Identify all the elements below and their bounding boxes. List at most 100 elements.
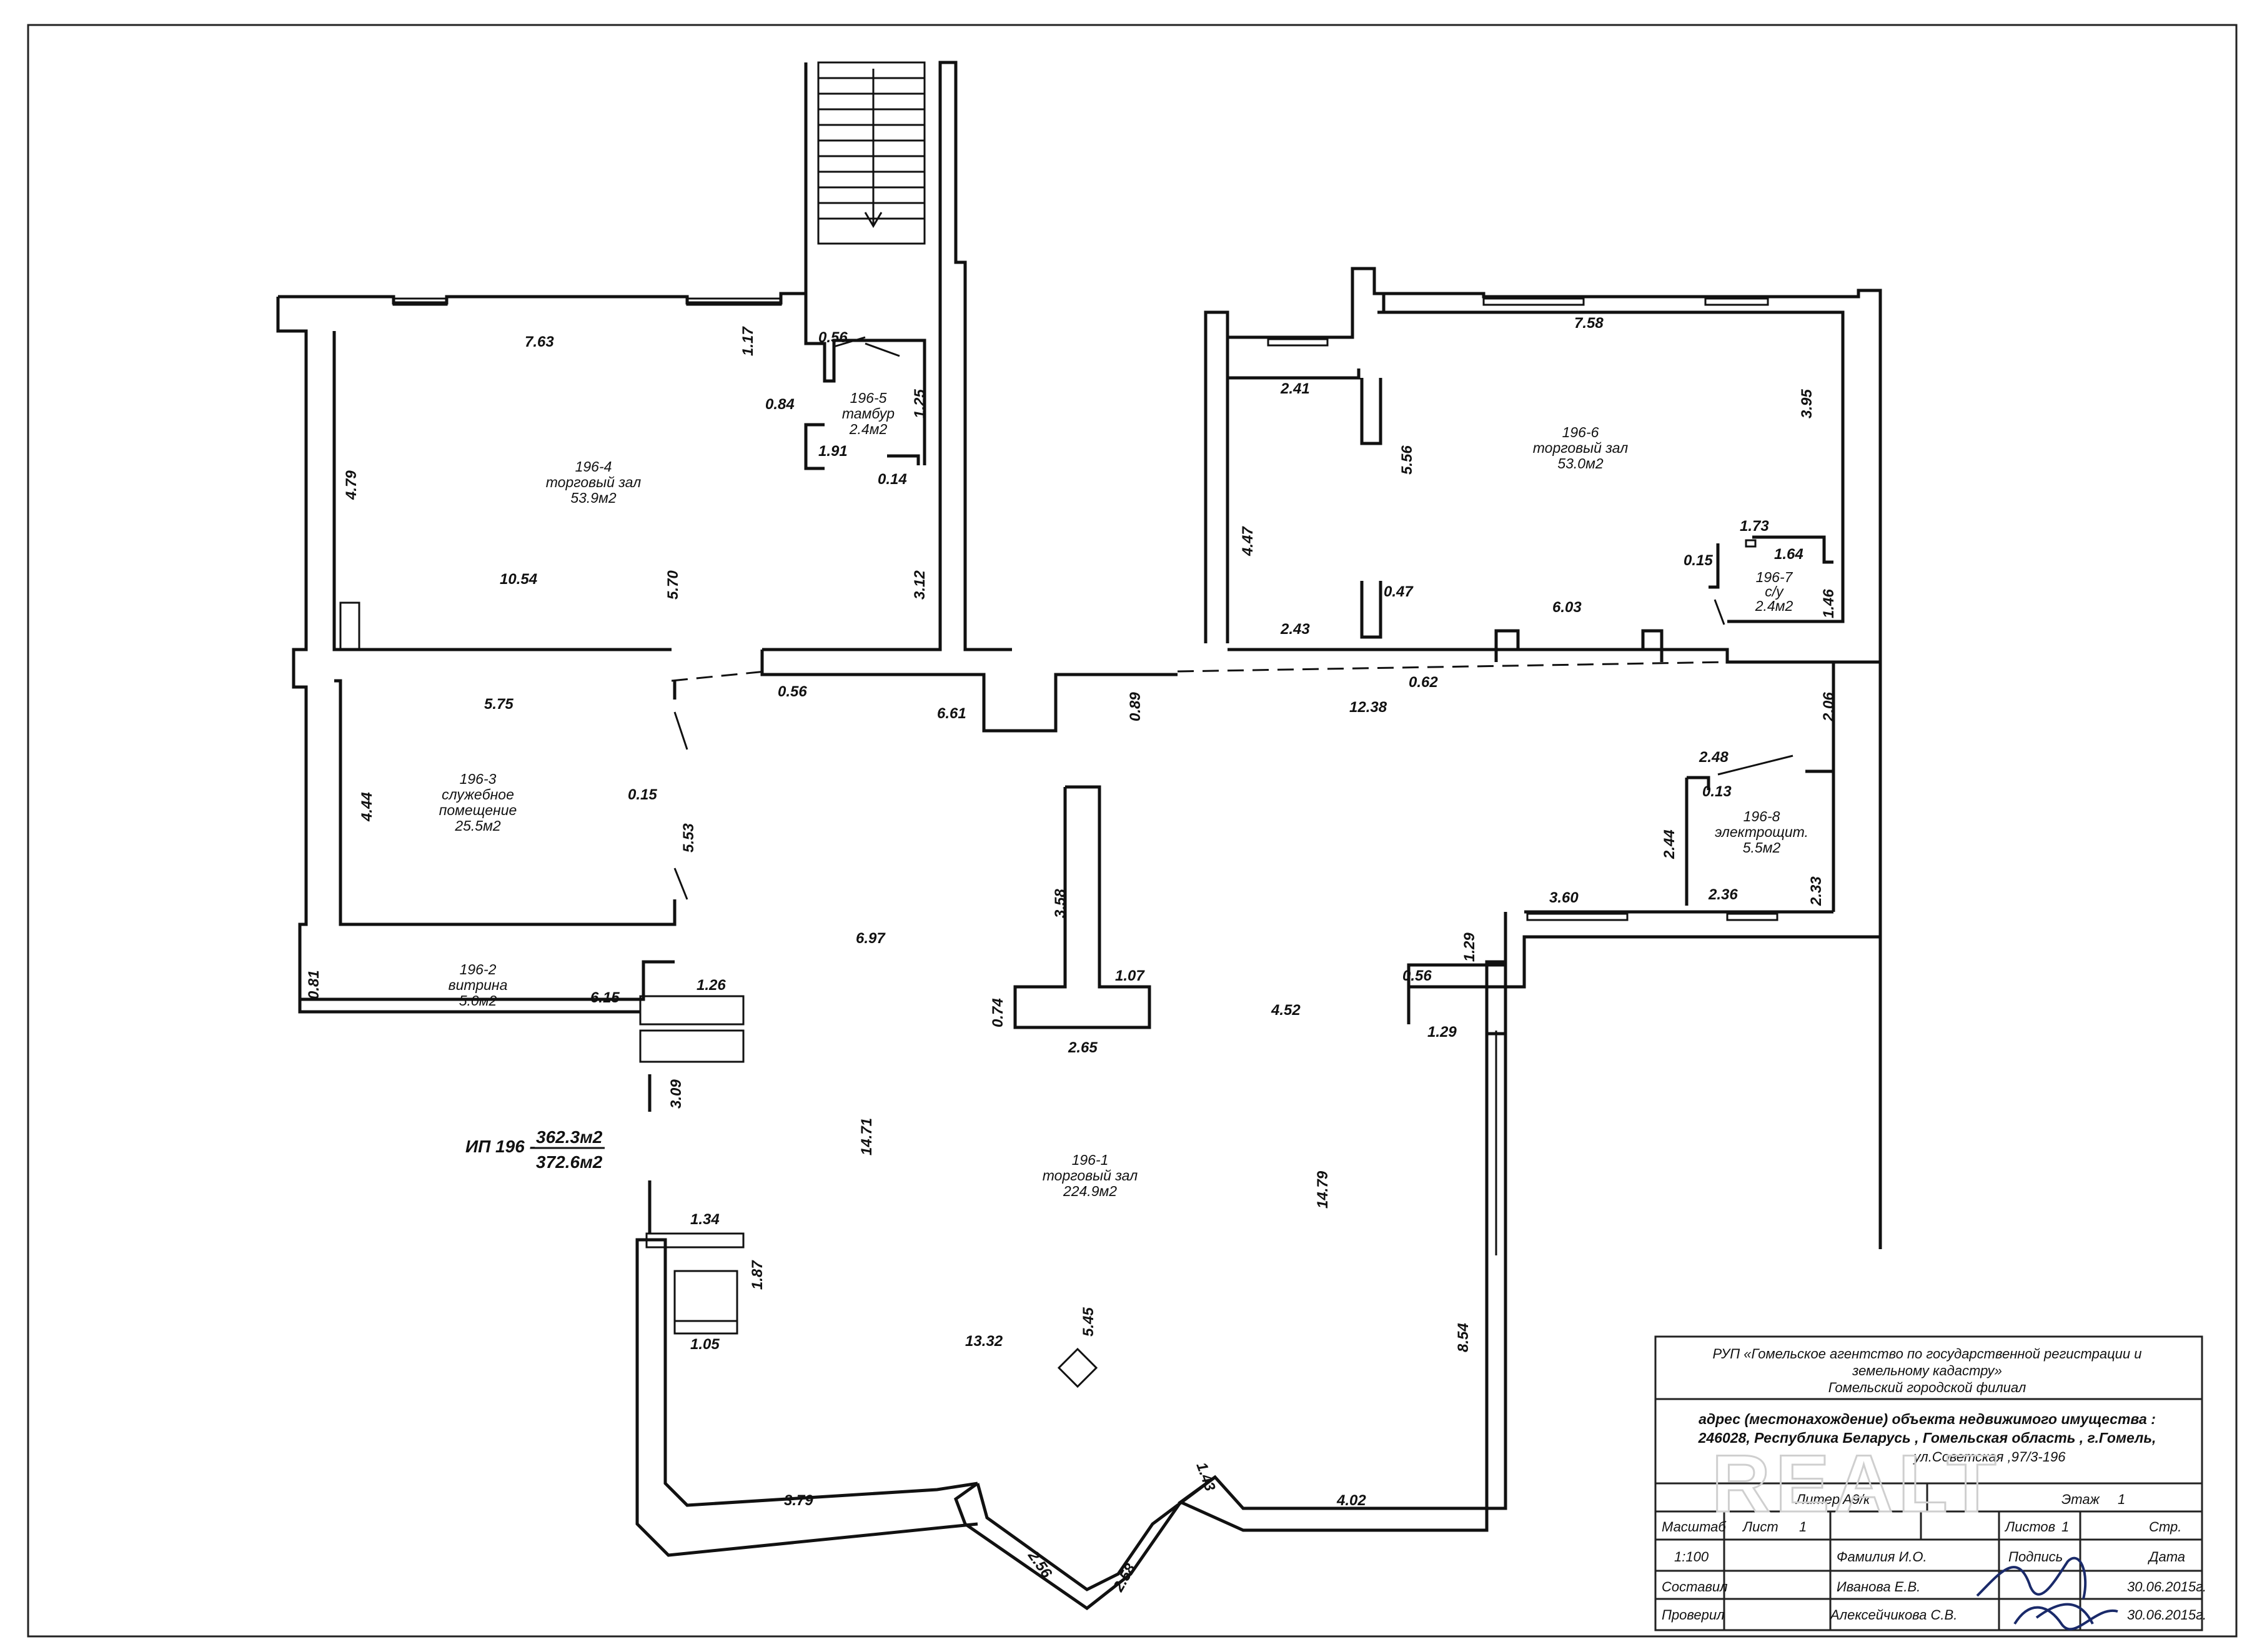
dim-label: 12.38 xyxy=(1349,699,1387,716)
svg-text:электрощит.: электрощит. xyxy=(1715,824,1808,840)
stamp-floor-value: 1 xyxy=(2118,1491,2125,1507)
room-196-6: 196-6 торговый зал 53.0м2 xyxy=(1533,424,1628,472)
svg-text:ИП 196 -: ИП 196 - xyxy=(465,1137,535,1156)
dim-label: 0.56 xyxy=(818,329,848,346)
dim-label: 0.13 xyxy=(1702,783,1732,800)
svg-text:витрина: витрина xyxy=(449,977,508,993)
dim-label: 4.52 xyxy=(1271,1002,1301,1019)
svg-text:25.5м2: 25.5м2 xyxy=(454,818,501,834)
dim-label: 0.56 xyxy=(1402,967,1432,984)
dim-label: 3.12 xyxy=(911,570,928,600)
stamp-header-sheet: Лист xyxy=(1742,1519,1778,1535)
dim-label: 3.79 xyxy=(784,1492,813,1509)
dim-label: 2.65 xyxy=(1068,1039,1098,1056)
dim-label: 13.32 xyxy=(965,1333,1003,1350)
title-block: РУП «Гомельское агентство по государстве… xyxy=(1654,1335,2206,1631)
dim-label: 7.63 xyxy=(525,334,554,350)
stamp-sheets-value: 1 xyxy=(2061,1519,2069,1535)
staircase xyxy=(817,61,926,245)
stamp-litera-value: А9/к xyxy=(1842,1491,1871,1507)
stamp-checked-date: 30.06.2015г. xyxy=(2127,1607,2206,1623)
dim-label: 0.74 xyxy=(990,998,1006,1027)
svg-text:53.9м2: 53.9м2 xyxy=(570,490,617,506)
dim-label: 2.36 xyxy=(1708,886,1738,903)
stamp-header-page: Стр. xyxy=(2149,1519,2181,1535)
dim-label: 6.03 xyxy=(1552,599,1582,616)
dimension-labels: 7.63 1.17 0.56 0.84 1.25 1.91 0.14 4.79 … xyxy=(305,315,1837,1595)
stamp-sheet-value: 1 xyxy=(1799,1519,1807,1535)
walls xyxy=(276,61,1882,1611)
svg-text:362.3м2: 362.3м2 xyxy=(536,1127,603,1147)
dim-label: 0.15 xyxy=(628,786,657,803)
svg-text:196-7: 196-7 xyxy=(1756,569,1793,585)
stamp-address-line1: адрес (местонахождение) объекта недвижим… xyxy=(1699,1411,2156,1427)
dim-label: 4.79 xyxy=(343,470,360,500)
svg-text:196-4: 196-4 xyxy=(575,458,612,475)
dim-label: 5.45 xyxy=(1080,1307,1097,1337)
dim-label: 3.60 xyxy=(1549,889,1579,906)
dim-label: 2.06 xyxy=(1820,692,1837,722)
stamp-org-line3: Гомельский городской филиал xyxy=(1828,1380,2026,1395)
stamp-header-sign: Подпись xyxy=(2008,1549,2063,1565)
dim-label: 1.64 xyxy=(1774,546,1803,563)
svg-text:196-1: 196-1 xyxy=(1072,1152,1109,1168)
svg-text:торговый зал: торговый зал xyxy=(1043,1167,1138,1184)
dim-label: 1.73 xyxy=(1740,518,1769,535)
area-summary: ИП 196 - 362.3м2 372.6м2 xyxy=(465,1127,605,1172)
stamp-checked-name: Алексейчикова С.В. xyxy=(1829,1607,1957,1623)
dim-label: 5.56 xyxy=(1399,445,1416,475)
stamp-address-line3: ул.Советская ,97/3-196 xyxy=(1913,1449,2066,1465)
svg-text:224.9м2: 224.9м2 xyxy=(1063,1183,1117,1199)
room-labels: 196-4 торговый зал 53.9м2 196-5 тамбур 2… xyxy=(439,390,1808,1199)
signature xyxy=(1976,1556,2087,1600)
partition-line-right xyxy=(1177,661,1728,673)
dim-label: 0.89 xyxy=(1127,692,1144,721)
dim-label: 5.53 xyxy=(680,823,697,853)
dim-label: 1.25 xyxy=(911,389,928,418)
stamp-scale-value: 1:100 xyxy=(1674,1549,1709,1565)
room-196-4: 196-4 торговый зал 53.9м2 xyxy=(546,458,641,506)
stamp-org-line2: земельному кадастру» xyxy=(1852,1363,2002,1378)
signature xyxy=(2013,1603,2118,1631)
dim-label: 1.34 xyxy=(690,1211,720,1228)
svg-text:2.4м2: 2.4м2 xyxy=(1755,598,1793,614)
windows xyxy=(392,297,1778,921)
svg-text:196-3: 196-3 xyxy=(460,771,497,787)
svg-text:с/у: с/у xyxy=(1765,583,1784,600)
room-196-8: 196-8 электрощит. 5.5м2 xyxy=(1715,808,1808,856)
svg-text:5.0м2: 5.0м2 xyxy=(459,992,497,1009)
partition-line-left xyxy=(671,670,766,682)
dim-label: 10.54 xyxy=(500,571,537,588)
dim-label: 6.97 xyxy=(856,930,886,947)
room-196-7: 196-7 с/у 2.4м2 xyxy=(1755,569,1793,614)
dim-label: 1.29 xyxy=(1461,932,1478,962)
dim-label: 3.95 xyxy=(1798,389,1815,418)
dim-label: 1.91 xyxy=(818,443,848,460)
room-196-1: 196-1 торговый зал 224.9м2 xyxy=(1043,1152,1138,1199)
dim-label: 1.87 xyxy=(749,1260,766,1290)
stamp-floor-label: Этаж xyxy=(2061,1491,2100,1507)
stamp-checked-label: Проверил xyxy=(1662,1607,1725,1623)
dim-label: 1.46 xyxy=(1820,589,1837,618)
dim-label: 4.02 xyxy=(1336,1492,1366,1509)
stamp-header-sheets: Листов xyxy=(2004,1519,2055,1535)
dim-label: 2.33 xyxy=(1808,876,1825,906)
svg-text:2.4м2: 2.4м2 xyxy=(849,421,888,437)
svg-text:53.0м2: 53.0м2 xyxy=(1557,455,1604,472)
dim-label: 1.29 xyxy=(1427,1024,1457,1041)
dim-label: 2.41 xyxy=(1280,380,1310,397)
dim-label: 2.48 xyxy=(1699,749,1729,766)
dim-label: 3.58 xyxy=(1052,889,1069,918)
room-196-5: 196-5 тамбур 2.4м2 xyxy=(842,390,895,437)
dim-label: 6.15 xyxy=(590,989,620,1006)
svg-text:помещение: помещение xyxy=(439,802,517,818)
svg-text:196-5: 196-5 xyxy=(850,390,887,406)
svg-text:372.6м2: 372.6м2 xyxy=(536,1152,603,1172)
dim-label: 4.44 xyxy=(359,792,375,822)
svg-text:196-2: 196-2 xyxy=(460,961,497,977)
stamp-org-line1: РУП «Гомельское агентство по государстве… xyxy=(1712,1346,2141,1362)
dim-label: 5.70 xyxy=(665,570,682,600)
page-frame xyxy=(27,24,2238,1638)
doors xyxy=(833,336,1793,776)
